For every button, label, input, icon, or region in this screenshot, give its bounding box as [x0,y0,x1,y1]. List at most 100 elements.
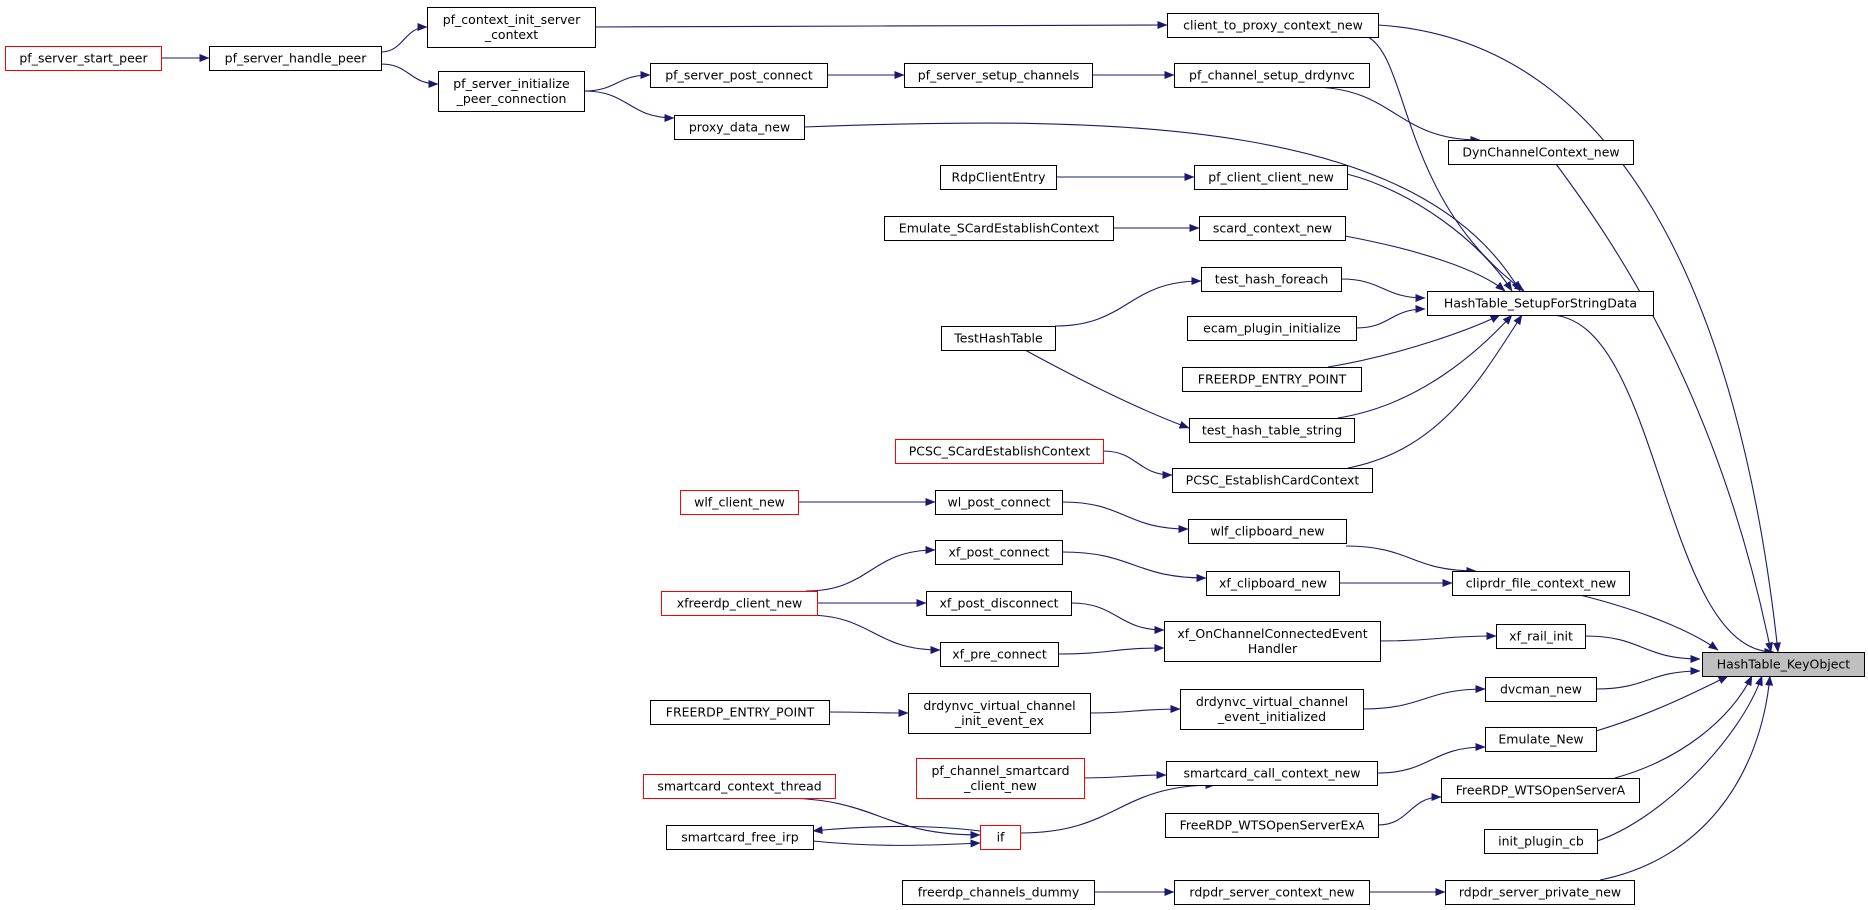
node-ecam-plugin-initialize[interactable]: ecam_plugin_initialize [1187,316,1357,341]
edge-test_hash_foreach-to-hashtable_setup [1340,278,1426,302]
edge-scard_context_new-to-hashtable_setup [1344,235,1506,292]
node-drdynvc-virtual-channel-init-event-ex[interactable]: drdynvc_virtual_channel_init_event_ex [908,693,1091,734]
edge-emulate_new-to-hashtable_keyobject [1595,675,1729,732]
node-smartcard-context-thread[interactable]: smartcard_context_thread [643,774,836,799]
node-label: pf_server_start_peer [19,51,148,66]
node-box [1496,624,1586,649]
node-rdpdr-server-private-new[interactable]: rdpdr_server_private_new [1445,880,1635,905]
node-xf-pre-connect[interactable]: xf_pre_connect [940,642,1059,667]
node-pcsc-scardestablishcontext[interactable]: PCSC_SCardEstablishContext [895,439,1104,464]
node-pf-channel-setup-drdynvc[interactable]: pf_channel_setup_drdynvc [1174,63,1370,88]
node-box [935,490,1063,515]
node-label: xfreerdp_client_new [677,596,803,611]
edges-layer [160,21,1781,896]
node-init-plugin-cb[interactable]: init_plugin_cb [1484,829,1598,854]
node-xf-post-connect[interactable]: xf_post_connect [935,540,1063,565]
node-wlf-clipboard-new[interactable]: wlf_clipboard_new [1188,519,1347,544]
node-test-hash-foreach[interactable]: test_hash_foreach [1201,267,1342,292]
node-hashtable-keyobject[interactable]: HashTable_KeyObject [1702,652,1865,677]
node-pf-context-init-server-context[interactable]: pf_context_init_server_context [427,7,596,48]
node-pf-server-start-peer[interactable]: pf_server_start_peer [5,46,162,71]
node-box [209,46,382,71]
node-freerdp-entry-point-2[interactable]: FREERDP_ENTRY_POINT [650,700,830,725]
node-emulate-new[interactable]: Emulate_New [1485,727,1597,752]
node-freerdp-wtsopenservera[interactable]: FreeRDP_WTSOpenServerA [1441,778,1640,803]
node-box [980,825,1021,850]
node-smartcard-free-irp[interactable]: smartcard_free_irp [666,825,814,850]
node-client-to-proxy-context-new[interactable]: client_to_proxy_context_new [1167,13,1379,38]
node-label: wlf_client_new [694,495,785,510]
node-box [1189,418,1355,443]
node-label: FreeRDP_WTSOpenServerA [1456,783,1626,798]
node-pcsc-establishcardcontext[interactable]: PCSC_EstablishCardContext [1172,468,1373,493]
edge-pf_context_init_server_context-to-client_to_proxy_context_new [594,21,1168,30]
node-box [427,7,596,48]
node-box [650,700,830,725]
node-rdpcliententry[interactable]: RdpClientEntry [940,165,1057,190]
node-box [904,63,1093,88]
node-xfreerdp-client-new[interactable]: xfreerdp_client_new [661,591,818,616]
node-box [1445,880,1635,905]
node-rdpdr-server-context-new[interactable]: rdpdr_server_context_new [1174,880,1370,905]
node-pf-server-post-connect[interactable]: pf_server_post_connect [650,63,828,88]
edge-smartcard_context_thread-to-if_node [779,797,981,839]
node-drdynvc-virtual-channel-event-initialized[interactable]: drdynvc_virtual_channel_event_initialize… [1180,689,1364,730]
node-label: PCSC_SCardEstablishContext [909,444,1091,459]
node-dvcman-new[interactable]: dvcman_new [1485,677,1597,702]
edge-cliprdr_file_context_new-to-hashtable_keyobject [1579,594,1719,651]
node-box [1448,140,1634,165]
node-dynchannelcontext-new[interactable]: DynChannelContext_new [1448,140,1634,165]
node-hashtable-setup[interactable]: HashTable_SetupForStringData [1427,291,1654,316]
node-label: FreeRDP_WTSOpenServerExA [1180,818,1365,833]
node-box [1441,778,1640,803]
node-wl-post-connect[interactable]: wl_post_connect [935,490,1063,515]
node-box [941,326,1056,351]
node-freerdp-channels-dummy[interactable]: freerdp_channels_dummy [902,880,1095,905]
node-proxy-data-new[interactable]: proxy_data_new [674,115,805,140]
edge-drdynvc_virtual_channel_event_initialized-to-dvcman_new [1362,685,1486,710]
node-label: wlf_clipboard_new [1210,524,1324,539]
node-pf-channel-smartcard-client-new[interactable]: pf_channel_smartcard_client_new [916,758,1085,799]
edge-ecam_plugin_initialize-to-hashtable_setup [1355,305,1426,329]
edge-wl_post_connect-to-wlf_clipboard_new [1061,501,1189,533]
node-freerdp-wtsopenserverexa[interactable]: FreeRDP_WTSOpenServerExA [1165,813,1379,838]
node-label: FREERDP_ENTRY_POINT [666,705,815,720]
node-label: drdynvc_virtual_channel [923,698,1075,713]
node-label: pf_server_initialize [453,76,570,91]
node-label: xf_clipboard_new [1219,576,1327,591]
edge-if_node-to-smartcard_call_context_new [1019,781,1216,834]
node-if-node[interactable]: if [980,825,1021,850]
edge-wlf_clipboard_new-to-cliprdr_file_context_new [1345,545,1477,575]
edge-if_node-to-smartcard_free_irp [812,825,981,834]
node-box [674,115,805,140]
node-cliprdr-file-context-new[interactable]: cliprdr_file_context_new [1452,571,1630,596]
node-xf-post-disconnect[interactable]: xf_post_disconnect [926,591,1072,616]
node-box [680,490,799,515]
node-scard-context-new[interactable]: scard_context_new [1199,216,1346,241]
node-test-hash-table-string[interactable]: test_hash_table_string [1189,418,1355,443]
node-box [935,540,1063,565]
node-box [1452,571,1630,596]
edge-pf_channel_smartcard_client_new-to-smartcard_call_context_new [1083,771,1167,780]
edge-dynchannelcontext_new-to-hashtable_keyobject [1555,163,1774,653]
node-emulate-scardestablishcontext[interactable]: Emulate_SCardEstablishContext [884,216,1114,241]
node-xf-rail-init[interactable]: xf_rail_init [1496,624,1586,649]
edge-freerdp_wtsopenserverexa-to-freerdp_wtsopenservera [1377,793,1442,826]
node-freerdp-entry-point-1[interactable]: FREERDP_ENTRY_POINT [1182,367,1362,392]
node-box [1484,829,1598,854]
node-label: pf_channel_setup_drdynvc [1189,68,1355,83]
node-pf-server-initialize-peer-connection[interactable]: pf_server_initialize_peer_connection [438,71,585,112]
node-box [661,591,818,616]
node-smartcard-call-context-new[interactable]: smartcard_call_context_new [1166,761,1378,786]
node-pf-server-setup-channels[interactable]: pf_server_setup_channels [904,63,1093,88]
edge-pf_client_client_new-to-hashtable_setup [1346,173,1513,292]
node-pf-server-handle-peer[interactable]: pf_server_handle_peer [209,46,382,71]
node-box [926,591,1072,616]
node-xf-clipboard-new[interactable]: xf_clipboard_new [1206,571,1340,596]
node-pf-client-client-new[interactable]: pf_client_client_new [1194,165,1348,190]
node-wlf-client-new[interactable]: wlf_client_new [680,490,799,515]
node-testhashtable[interactable]: TestHashTable [941,326,1056,351]
edge-smartcard_call_context_new-to-emulate_new [1376,743,1486,774]
